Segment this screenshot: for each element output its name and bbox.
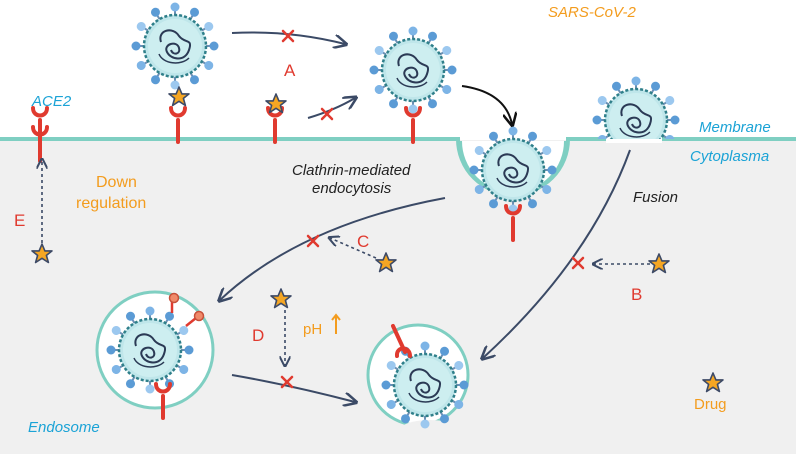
step-c: C <box>357 232 369 251</box>
step-e: E <box>14 211 25 230</box>
fusion-label: Fusion <box>633 189 678 206</box>
ace2-receptor-endosome-right <box>391 324 412 358</box>
arrow-receptor-block <box>307 98 355 119</box>
virus-label: SARS-CoV-2 <box>548 4 636 21</box>
step-d: D <box>252 326 264 345</box>
down-regulation-line1: Down <box>96 174 137 191</box>
dashed-arrow-c <box>330 238 377 259</box>
arrow-entry <box>461 85 512 124</box>
virus-particle-top-left <box>130 1 220 91</box>
clathrin-label-line1: Clathrin-mediated <box>292 162 411 179</box>
step-b: B <box>631 285 642 304</box>
ph-up-arrow <box>331 313 341 334</box>
membrane-label: Membrane <box>699 119 771 136</box>
receptor-label: ACE2 <box>31 93 72 110</box>
ph-label: pH <box>303 321 322 338</box>
virus-particle-top-right <box>368 25 458 115</box>
step-a: A <box>284 61 296 80</box>
drug-star-on-virus <box>168 86 190 107</box>
block-x-a <box>281 29 295 43</box>
endosome-label: Endosome <box>28 419 100 436</box>
clathrin-label-line2: endocytosis <box>312 180 392 197</box>
down-regulation-line2: regulation <box>76 195 146 212</box>
ace2-receptor-2 <box>169 106 187 144</box>
endosome-pins <box>168 292 205 327</box>
drug-legend-label: Drug <box>694 396 727 413</box>
cytoplasm-label: Cytoplasma <box>690 148 769 165</box>
ace2-receptor-1 <box>31 106 49 144</box>
